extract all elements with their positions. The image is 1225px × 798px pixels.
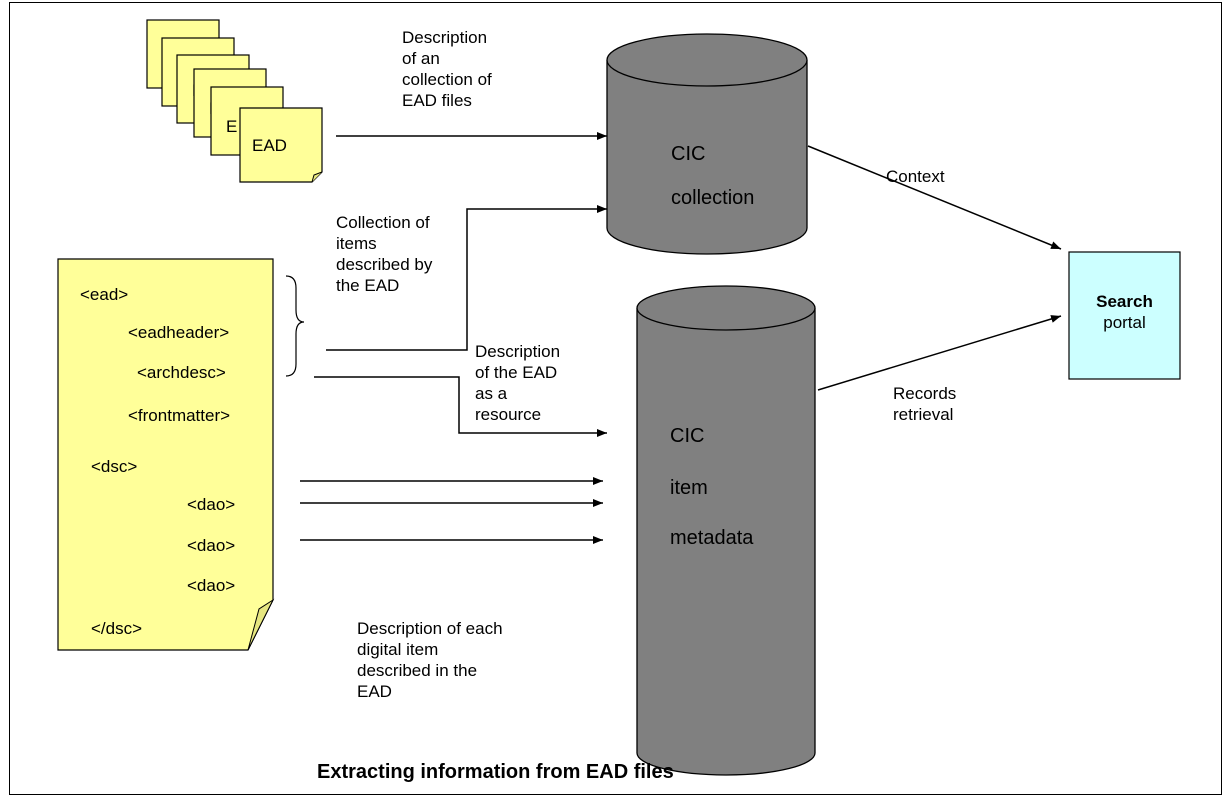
label-collection-description: Description of an collection of EAD file… <box>402 27 514 111</box>
ead-line-ead: <ead> <box>80 285 129 304</box>
ead-line-dsc: <dsc> <box>91 457 138 476</box>
item-db-label-line2: item <box>670 477 708 499</box>
arrow-items-collection-to-collection <box>326 205 607 351</box>
label-line: of the EAD <box>475 363 558 382</box>
ead-line-eadheader: <eadheader> <box>128 323 230 342</box>
label-line: as a <box>475 384 508 403</box>
search-portal-label: Search portal <box>1069 291 1180 333</box>
diagram-caption: Extracting information from EAD files <box>317 761 674 783</box>
ead-line-archdesc: <archdesc> <box>137 363 226 382</box>
search-portal-box <box>1068 251 1181 380</box>
label-context: Context <box>886 167 945 186</box>
label-digital-items: Description of each digital item describ… <box>357 618 561 702</box>
label-line: Records <box>893 384 957 403</box>
label-ead-resource: Description of the EAD as a resource <box>475 341 584 425</box>
item-db-label-line3: metadata <box>670 527 754 549</box>
search-portal-label-line2: portal <box>1103 313 1146 332</box>
label-line: retrieval <box>893 405 954 424</box>
arrow-ead-resource-to-item <box>314 376 607 437</box>
label-line: Description of each <box>357 619 503 638</box>
label-line: EAD files <box>402 91 472 110</box>
ead-document <box>57 258 275 651</box>
label-line: digital item <box>357 640 439 659</box>
ead-line-dao: <dao> <box>187 576 236 595</box>
ead-line-dao: <dao> <box>187 495 236 514</box>
ead-file-stack: E E E E E EAD <box>146 19 323 183</box>
label-records-retrieval: Records retrieval <box>893 383 956 425</box>
label-items-collection: Collection of items described by the EAD <box>336 212 470 296</box>
item-db-label-line1: CIC <box>670 425 705 447</box>
label-line: Description <box>475 342 561 361</box>
collection-db-label-line2: collection <box>671 187 755 209</box>
cic-item-database <box>636 285 816 776</box>
label-line: described by <box>336 255 433 274</box>
label-line: EAD <box>357 682 392 701</box>
label-line: the EAD <box>336 276 400 295</box>
collection-db-label-line1: CIC <box>671 143 706 165</box>
ead-file-front-label: EAD <box>252 136 287 155</box>
ead-line-frontmatter: <frontmatter> <box>128 406 231 425</box>
cic-collection-database <box>606 33 808 255</box>
label-line: items <box>336 234 377 253</box>
search-portal-label-line1: Search <box>1096 292 1153 311</box>
label-line: Description <box>402 28 488 47</box>
label-line: resource <box>475 405 542 424</box>
label-line: described in the <box>357 661 478 680</box>
arrow-item-to-portal <box>817 315 1062 391</box>
ead-line-dao: <dao> <box>187 536 236 555</box>
curly-brace <box>285 275 305 377</box>
diagram-frame <box>9 2 1222 795</box>
label-line: collection of <box>402 70 492 89</box>
label-line: Collection of <box>336 213 430 232</box>
arrow-collection-to-portal <box>807 145 1062 250</box>
ead-line-dsc-close: </dsc> <box>91 619 143 638</box>
ead-file-note-front: EAD <box>239 107 323 183</box>
connectors <box>300 132 1062 544</box>
label-line: of an <box>402 49 440 68</box>
ead-file-partial-label: E <box>226 117 237 136</box>
